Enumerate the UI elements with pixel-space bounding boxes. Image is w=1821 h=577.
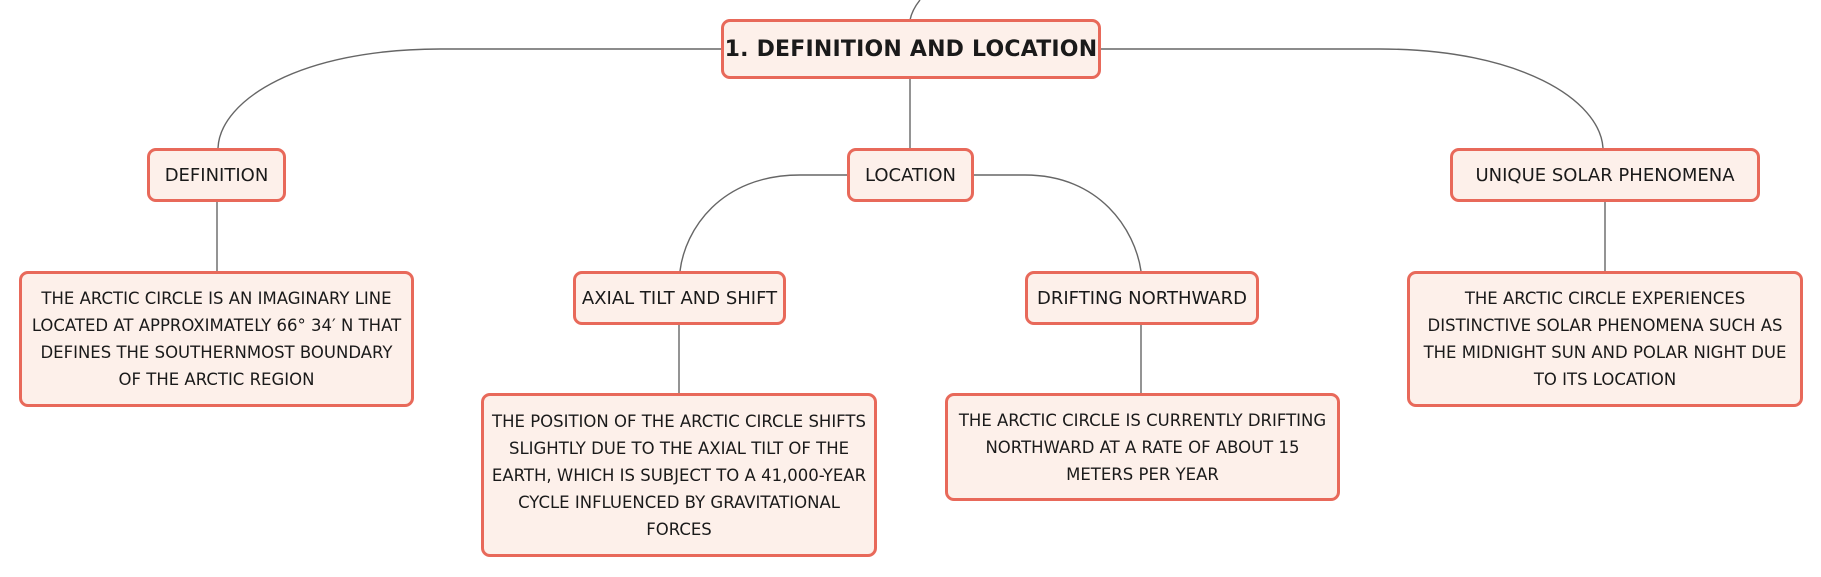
branch-solar-label: UNIQUE SOLAR PHENOMENA [1475, 164, 1735, 186]
axial-tilt-detail[interactable]: THE POSITION OF THE ARCTIC CIRCLE SHIFTS… [481, 393, 877, 557]
root-topic[interactable]: 1. DEFINITION AND LOCATION [721, 19, 1101, 79]
branch-location-label: LOCATION [865, 164, 956, 186]
branch-unique-solar-phenomena[interactable]: UNIQUE SOLAR PHENOMENA [1450, 148, 1760, 202]
subtopic-axial-label: AXIAL TILT AND SHIFT [581, 287, 778, 309]
axial-detail-text: THE POSITION OF THE ARCTIC CIRCLE SHIFTS… [491, 411, 867, 539]
solar-detail-text: THE ARCTIC CIRCLE EXPERIENCES DISTINCTIV… [1423, 289, 1787, 389]
connector-location-to-drifting [973, 174, 1142, 272]
connector-root-to-solar [1100, 48, 1604, 149]
drifting-northward-detail[interactable]: THE ARCTIC CIRCLE IS CURRENTLY DRIFTING … [945, 393, 1340, 501]
root-topic-label: 1. DEFINITION AND LOCATION [724, 36, 1098, 62]
branch-definition[interactable]: DEFINITION [147, 148, 286, 202]
drifting-detail-text: THE ARCTIC CIRCLE IS CURRENTLY DRIFTING … [958, 410, 1327, 484]
branch-definition-label: DEFINITION [164, 164, 269, 186]
subtopic-drifting-northward[interactable]: DRIFTING NORTHWARD [1025, 271, 1259, 325]
definition-detail[interactable]: THE ARCTIC CIRCLE IS AN IMAGINARY LINE L… [19, 271, 414, 407]
solar-phenomena-detail[interactable]: THE ARCTIC CIRCLE EXPERIENCES DISTINCTIV… [1407, 271, 1803, 407]
connector-to-parent [909, 0, 921, 21]
branch-location[interactable]: LOCATION [847, 148, 974, 202]
subtopic-drifting-label: DRIFTING NORTHWARD [1036, 287, 1247, 309]
subtopic-axial-tilt-and-shift[interactable]: AXIAL TILT AND SHIFT [573, 271, 786, 325]
definition-detail-text: THE ARCTIC CIRCLE IS AN IMAGINARY LINE L… [31, 289, 402, 389]
connector-root-to-definition [217, 48, 722, 149]
connector-location-to-axial [679, 174, 848, 272]
